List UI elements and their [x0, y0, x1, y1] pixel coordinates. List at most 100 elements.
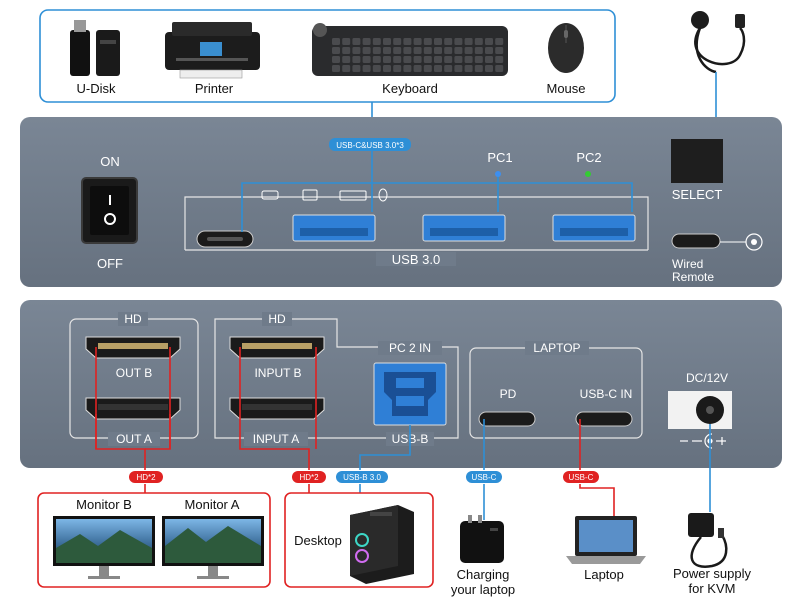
keyboard-key: [495, 47, 504, 54]
keyboard-key: [362, 65, 371, 72]
keyboard-key: [474, 65, 483, 72]
keyboard-key: [352, 38, 361, 45]
monitor-icon: [162, 516, 264, 579]
out-a-label: OUT A: [116, 432, 152, 446]
tag-usbb30: USB-B 3.0: [343, 473, 381, 482]
tag-usbc-blue: USB-C: [472, 473, 497, 482]
on-label: ON: [100, 154, 120, 169]
cable-lines: [95, 347, 711, 520]
keyboard-key: [403, 65, 412, 72]
keyboard-key: [393, 65, 402, 72]
usbc-in-label: USB-C IN: [580, 387, 633, 401]
keyboard-key: [444, 56, 453, 63]
keyboard-key: [413, 38, 422, 45]
keyboard-key: [332, 38, 340, 45]
keyboard-key: [413, 56, 422, 63]
input-group-frame: [214, 318, 459, 439]
keyboard-key: [485, 65, 493, 72]
mouse-label: Mouse: [546, 81, 585, 96]
wired-remote-icon: [691, 11, 746, 74]
keyboard-key: [495, 38, 504, 45]
select-label: SELECT: [672, 187, 723, 202]
keyboard-key: [444, 65, 453, 72]
cable-tags: HD*2 HD*2 USB-B 3.0 USB-C USB-C: [129, 471, 599, 483]
pd-usbc-port[interactable]: [478, 411, 536, 427]
tag-usbc-red: USB-C: [569, 473, 594, 482]
keyboard-key: [372, 38, 381, 45]
dc-label: DC/12V: [686, 371, 728, 385]
port-function-icons: [261, 188, 388, 202]
input-a-label: INPUT A: [253, 432, 299, 446]
laptop-label: Laptop: [584, 567, 624, 582]
keyboard-key: [342, 56, 351, 63]
desktop-tower-icon: [350, 505, 414, 584]
keyboard-key: [342, 65, 351, 72]
pc1-led: [495, 171, 501, 177]
printer-label: Printer: [195, 81, 234, 96]
keyboard-key: [403, 47, 412, 54]
dc-jack[interactable]: [668, 391, 732, 429]
keyboard-key: [464, 38, 473, 45]
hd-left-label: HD: [124, 312, 142, 326]
peripherals-group: U-Disk Printer Keyboard Mouse: [39, 9, 616, 103]
keyboard-key: [413, 47, 422, 54]
power-label-line1: Power supply: [673, 566, 752, 581]
back-panel: HD OUT B OUT A HD INPUT B INPUT A PC 2 I…: [20, 300, 782, 468]
charger-icon: [460, 515, 504, 563]
keyboard-key: [485, 38, 493, 45]
front-usba-port-1[interactable]: [292, 214, 376, 242]
desktop-box: [284, 492, 434, 588]
front-panel: USB-C&USB 3.0*3 ON OFF PC1 PC2 USB 3.0: [20, 117, 782, 287]
keyboard-key: [342, 38, 351, 45]
keyboard-key: [454, 65, 463, 72]
keyboard-key: [474, 56, 483, 63]
keyboard-key: [434, 56, 442, 63]
keyboard-key: [423, 38, 432, 45]
monitor-b-label: Monitor B: [76, 497, 132, 512]
input-b-port[interactable]: [229, 336, 325, 359]
pd-label: PD: [500, 387, 517, 401]
out-b-label: OUT B: [116, 366, 152, 380]
hd-mid-label: HD: [268, 312, 286, 326]
keyboard-key: [444, 47, 453, 54]
keyboard-icon: [312, 23, 508, 76]
keyboard-key: [423, 65, 432, 72]
wired-remote-label-line1: Wired: [672, 257, 703, 271]
keyboard-key: [423, 47, 432, 54]
monitor-icon: [53, 516, 155, 579]
keyboard-key: [464, 47, 473, 54]
front-usba-port-2[interactable]: [422, 214, 506, 242]
keyboard-key: [485, 47, 493, 54]
wired-remote-port[interactable]: [671, 233, 721, 249]
tag-hd2-left: HD*2: [136, 473, 156, 482]
keyboard-key: [413, 65, 422, 72]
udisk-label: U-Disk: [77, 81, 116, 96]
select-button[interactable]: [671, 139, 723, 183]
peripherals-box: [39, 9, 616, 103]
charging-label-line1: Charging: [457, 567, 510, 582]
pc2-led: [585, 171, 591, 177]
front-usba-port-3[interactable]: [552, 214, 636, 242]
keyboard-key: [393, 47, 402, 54]
off-label: OFF: [97, 256, 123, 271]
power-adapter-icon: [688, 513, 728, 568]
keyboard-key: [372, 56, 381, 63]
keyboard-key: [342, 47, 351, 54]
usbc-in-port[interactable]: [575, 411, 633, 427]
out-b-port[interactable]: [85, 336, 181, 359]
input-b-label: INPUT B: [254, 366, 301, 380]
usbc-badge: [329, 138, 411, 151]
monitors-box: [37, 492, 271, 588]
input-a-port[interactable]: [229, 397, 325, 420]
out-a-port[interactable]: [85, 397, 181, 420]
power-switch[interactable]: [81, 177, 138, 244]
keyboard-key: [434, 38, 442, 45]
keyboard-key: [454, 47, 463, 54]
usb-b-port[interactable]: [373, 362, 447, 426]
desktop-label: Desktop: [294, 533, 342, 548]
charging-label-line2: your laptop: [451, 582, 515, 597]
laptop-group-label: LAPTOP: [533, 341, 580, 355]
keyboard-key: [372, 65, 381, 72]
keyboard-key: [403, 56, 412, 63]
keyboard-key: [362, 38, 371, 45]
